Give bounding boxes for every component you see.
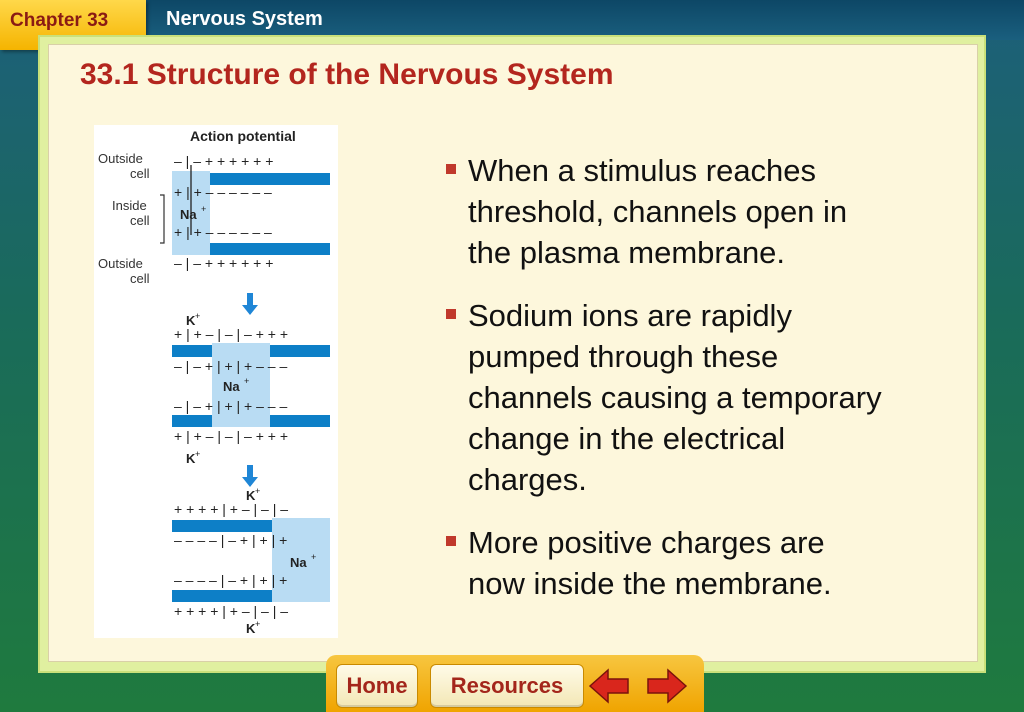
bullet-text: More positive charges are now inside the… xyxy=(468,525,832,601)
bullet-square-icon xyxy=(446,309,456,319)
label-outside-bottom: Outside xyxy=(98,256,143,271)
channel-gap-1-bottom xyxy=(172,243,210,255)
down-arrow-2 xyxy=(242,465,258,487)
section-title: Nervous System xyxy=(166,8,323,30)
charge-row: – | – + | + | + – – – xyxy=(174,358,287,374)
down-arrow-1 xyxy=(242,293,258,315)
channel-gap-2-bottom xyxy=(212,415,270,427)
charge-row: – – – – | – + | + | + xyxy=(174,572,287,588)
label-cell-bottom: cell xyxy=(130,271,150,286)
inside-bracket xyxy=(160,194,165,244)
channel-gap-3-top xyxy=(272,520,330,532)
channel-gap-2-top xyxy=(212,345,270,357)
k-label-2-bottom: K xyxy=(186,451,196,466)
top-banner xyxy=(0,0,1024,40)
right-arrow-icon[interactable] xyxy=(646,667,688,705)
bullet-item: More positive charges are now inside the… xyxy=(446,522,886,604)
k-plus-3-top: + xyxy=(255,486,260,496)
na-plus-3: + xyxy=(311,552,316,562)
k-plus-2-top: + xyxy=(195,311,200,321)
k-label-2-top: K xyxy=(186,313,196,328)
k-plus-3-bottom: + xyxy=(255,619,260,629)
channel-gap-3-bottom xyxy=(272,590,330,602)
nav-bar: Home Resources xyxy=(326,655,704,712)
left-arrow-icon[interactable] xyxy=(588,667,630,705)
na-label-2: Na xyxy=(223,379,240,394)
label-inside: Inside xyxy=(112,198,147,213)
charge-signs: – | – + + + + + + + | + – – – – – – + | + … xyxy=(174,153,288,619)
diagram-title: Action potential xyxy=(190,128,296,144)
charge-row: + | + – – – – – – xyxy=(174,184,272,200)
membrane-1-bottom xyxy=(172,243,330,255)
charge-row: + | + – – – – – – xyxy=(174,224,272,240)
charge-row: – | – + + + + + + xyxy=(174,255,273,271)
bullet-square-icon xyxy=(446,536,456,546)
charge-row: + | + – | – | – + + + xyxy=(174,326,288,342)
na-plus-1: + xyxy=(201,204,206,214)
na-label-3: Na xyxy=(290,555,307,570)
home-button[interactable]: Home xyxy=(336,664,418,708)
bullet-text: Sodium ions are rapidly pumped through t… xyxy=(468,298,882,497)
bullet-item: Sodium ions are rapidly pumped through t… xyxy=(446,295,886,500)
bullet-text: When a stimulus reaches threshold, chann… xyxy=(468,153,848,270)
k-label-3-bottom: K xyxy=(246,621,256,636)
charge-row: – | – + + + + + + xyxy=(174,153,273,169)
na-label-1: Na xyxy=(180,207,197,222)
charge-row: – | – + | + | + – – – xyxy=(174,398,287,414)
action-potential-diagram: Action potential Outside cell Inside cel… xyxy=(94,125,338,638)
bullet-square-icon xyxy=(446,164,456,174)
bullet-item: When a stimulus reaches threshold, chann… xyxy=(446,150,886,273)
charge-row: + | + – | – | – + + + xyxy=(174,428,288,444)
na-plus-2: + xyxy=(244,376,249,386)
label-cell-top: cell xyxy=(130,166,150,181)
bullet-list: When a stimulus reaches threshold, chann… xyxy=(446,150,886,626)
k-plus-2-bottom: + xyxy=(195,449,200,459)
label-outside-top: Outside xyxy=(98,151,143,166)
charge-row: + + + + | + – | – | – xyxy=(174,501,288,517)
charge-row: + + + + | + – | – | – xyxy=(174,603,288,619)
slide-heading: 33.1 Structure of the Nervous System xyxy=(80,58,614,91)
charge-row: – – – – | – + | + | + xyxy=(174,532,287,548)
membrane-1-top xyxy=(172,173,330,185)
resources-button[interactable]: Resources xyxy=(430,664,584,708)
chapter-label: Chapter 33 xyxy=(10,10,109,31)
k-label-3-top: K xyxy=(246,488,256,503)
label-cell-inside: cell xyxy=(130,213,150,228)
